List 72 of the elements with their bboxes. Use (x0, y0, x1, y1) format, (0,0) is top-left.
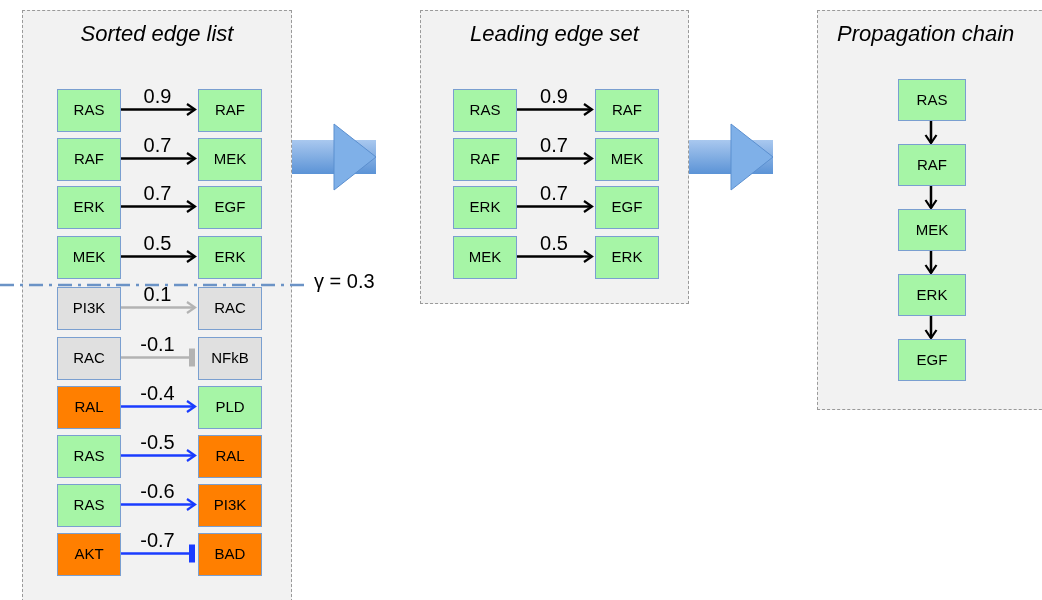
threshold-label: γ = 0.3 (314, 271, 375, 291)
gene-box: RAS (57, 435, 121, 478)
gene-box: RAF (595, 89, 659, 132)
arrow (120, 102, 197, 117)
gene-box: MEK (57, 236, 121, 279)
arrow (120, 448, 197, 463)
edge-label: -0.4 (140, 382, 175, 403)
gene-box: ERK (595, 236, 659, 279)
arrow (516, 102, 594, 117)
arrow (120, 300, 197, 315)
block-arrow (689, 123, 774, 191)
edge-label: -0.1 (140, 333, 175, 354)
gene-box: PI3K (57, 287, 121, 330)
gene-box: RAS (898, 79, 966, 121)
arrow (120, 497, 197, 512)
panel (817, 10, 1042, 410)
gene-box: EGF (595, 186, 659, 229)
gene-box: RAF (57, 138, 121, 181)
gene-box: MEK (898, 209, 966, 251)
arrow (924, 315, 938, 340)
gene-box: EGF (198, 186, 262, 229)
edge-label: 0.7 (143, 182, 172, 203)
gene-box: RAF (453, 138, 517, 181)
edge-label: -0.5 (140, 431, 175, 452)
panel-title: Leading edge set (469, 23, 641, 45)
edge-label: -0.6 (140, 480, 175, 501)
edge-label: -0.7 (140, 529, 175, 550)
gene-box: RAS (453, 89, 517, 132)
edge-label: 0.9 (540, 85, 568, 106)
gene-box: PLD (198, 386, 262, 429)
gene-box: RAC (198, 287, 262, 330)
gene-box: BAD (198, 533, 262, 576)
edge-label: 0.9 (143, 85, 172, 106)
gene-box: RAF (898, 144, 966, 186)
gene-box: RAS (57, 89, 121, 132)
gene-box: MEK (453, 236, 517, 279)
gene-box: ERK (198, 236, 262, 279)
gene-box: EGF (898, 339, 966, 381)
gene-box: NFkB (198, 337, 262, 380)
panel-title: Sorted edge list (79, 23, 235, 45)
panel (22, 10, 292, 600)
arrow (120, 399, 197, 414)
edge-label: 0.1 (143, 283, 172, 304)
gene-box: MEK (198, 138, 262, 181)
arrow (924, 120, 938, 145)
gene-box: RAL (57, 386, 121, 429)
arrow (120, 151, 197, 166)
arrow (924, 185, 938, 210)
gene-box: RAF (198, 89, 262, 132)
gene-box: AKT (57, 533, 121, 576)
arrow (924, 250, 938, 275)
arrow (516, 199, 594, 214)
gene-box: PI3K (198, 484, 262, 527)
gene-box: ERK (453, 186, 517, 229)
block-arrow (292, 123, 377, 191)
gene-box: RAL (198, 435, 262, 478)
panel-title: Propagation chain (836, 23, 1016, 45)
arrow (516, 151, 594, 166)
gene-box: RAS (57, 484, 121, 527)
arrow (120, 249, 197, 264)
arrow (516, 249, 594, 264)
edge-label: 0.7 (540, 134, 568, 155)
panel (420, 10, 689, 304)
arrow (120, 199, 197, 214)
edge-label: 0.5 (143, 232, 172, 253)
gene-box: ERK (898, 274, 966, 316)
edge-label: 0.7 (540, 182, 568, 203)
edge-label: 0.7 (143, 134, 172, 155)
gene-box: ERK (57, 186, 121, 229)
gene-box: MEK (595, 138, 659, 181)
edge-label: 0.5 (540, 232, 568, 253)
gene-box: RAC (57, 337, 121, 380)
